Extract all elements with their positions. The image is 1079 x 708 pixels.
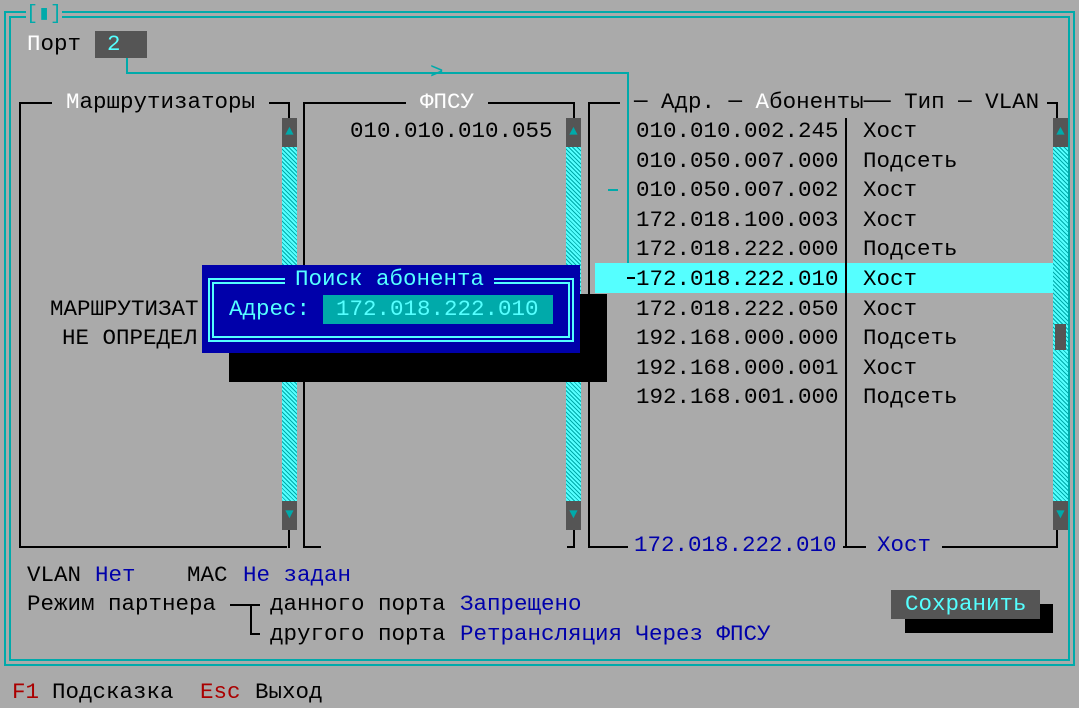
subs-footer-type: Хост <box>866 531 943 560</box>
this-port-label: данного порта <box>270 591 446 617</box>
row-type: Хост <box>863 206 918 233</box>
mac-value[interactable]: Не задан <box>243 562 352 588</box>
row-address: 010.050.007.000 <box>636 147 839 174</box>
subs-scrollbar[interactable]: ▲▼ <box>1053 118 1068 530</box>
routers-title: Маршрутизаторы <box>52 88 270 117</box>
subs-footer-addr: 172.018.222.010 <box>628 531 843 560</box>
address-label: Адрес: <box>229 296 311 322</box>
fpsu-item[interactable]: 010.010.010.055 <box>350 118 553 144</box>
subs-border <box>1056 102 1058 118</box>
this-port-value[interactable]: Запрещено <box>460 591 582 617</box>
mac-label: MAC <box>187 562 228 588</box>
fpsu-border <box>303 546 321 548</box>
address-value: 172.018.222.010 <box>336 296 539 322</box>
row-address: 172.018.222.010 <box>636 266 839 292</box>
scroll-down-icon[interactable]: ▼ <box>1053 501 1068 530</box>
other-port-label: другого порта <box>270 621 446 647</box>
fpsu-border <box>573 102 575 118</box>
row-type: Подсеть <box>863 325 958 352</box>
routers-hotkey: М <box>66 89 80 115</box>
window-close-button[interactable]: [▮] <box>26 0 63 29</box>
scroll-thumb[interactable] <box>1055 324 1066 350</box>
column-separator <box>845 118 847 547</box>
vlan-value[interactable]: Нет <box>95 562 136 588</box>
port-label-text: орт <box>40 31 82 57</box>
esc-key[interactable]: Esc <box>200 679 241 705</box>
port-field[interactable]: 2 <box>95 31 147 58</box>
connector-line <box>126 72 629 74</box>
connector-corner <box>627 277 635 279</box>
row-type: Подсеть <box>863 236 958 263</box>
port-value: 2 <box>107 31 121 57</box>
exit-label[interactable]: Выход <box>255 679 323 705</box>
help-label[interactable]: Подсказка <box>52 679 174 705</box>
routers-border <box>19 102 21 548</box>
other-port-value[interactable]: Ретрансляция Через ФПСУ <box>460 621 771 647</box>
fpsu-border <box>567 546 575 548</box>
row-address: 010.010.002.245 <box>636 118 839 144</box>
header-addr: ─ Адр. ─ <box>634 89 743 115</box>
row-address: 172.018.222.050 <box>636 295 839 322</box>
subs-border <box>1056 530 1058 548</box>
tree-line <box>250 604 260 606</box>
vlan-label: VLAN <box>27 562 82 588</box>
scroll-down-icon[interactable]: ▼ <box>282 501 297 530</box>
routers-border <box>19 546 287 548</box>
scroll-up-icon[interactable]: ▲ <box>566 118 581 147</box>
fpsu-border <box>573 530 575 548</box>
scroll-up-icon[interactable]: ▲ <box>1053 118 1068 147</box>
connector-line <box>126 58 128 74</box>
row-address: 172.018.100.003 <box>636 206 839 233</box>
row-type: Хост <box>863 177 918 204</box>
column-separator <box>845 263 847 293</box>
header-type: ── Тип ─ VLAN <box>863 89 1040 115</box>
f1-key[interactable]: F1 <box>12 679 40 705</box>
partner-mode-label: Режим партнера <box>27 591 217 617</box>
subs-title: боненты <box>769 89 864 115</box>
row-type: Подсеть <box>863 384 958 411</box>
address-input[interactable]: 172.018.222.010 <box>323 295 553 324</box>
dialog-title: Поиск абонента <box>285 265 495 294</box>
fpsu-title: ФПСУ <box>406 88 489 117</box>
row-address: 192.168.000.001 <box>636 354 839 381</box>
subs-header: ─ Адр. ─ Абоненты── Тип ─ VLAN <box>620 88 1048 117</box>
selected-row-highlight <box>595 263 1053 293</box>
row-address: 172.018.222.000 <box>636 236 839 263</box>
routers-title-text: аршрутизаторы <box>79 89 256 115</box>
subs-hotkey: А <box>755 89 770 115</box>
scroll-up-icon[interactable]: ▲ <box>282 118 297 147</box>
scroll-down-icon[interactable]: ▼ <box>566 501 581 530</box>
tree-line <box>250 633 260 635</box>
row-type: Хост <box>863 295 918 322</box>
row-address: 192.168.000.000 <box>636 325 839 352</box>
port-hotkey: П <box>27 31 41 57</box>
port-label: Порт <box>27 30 81 59</box>
window-frame-inner <box>9 16 1070 661</box>
window-frame <box>4 11 1075 666</box>
connector-arrow-icon: > <box>430 59 444 85</box>
row-type: Подсеть <box>863 147 958 174</box>
row-address: 192.168.001.000 <box>636 384 839 411</box>
connector-dash <box>608 189 618 191</box>
row-type: Хост <box>863 354 918 381</box>
save-button[interactable]: Сохранить <box>891 590 1040 619</box>
fpsu-title-text: ФПСУ <box>420 89 475 115</box>
row-address: 010.050.007.002 <box>636 177 839 204</box>
save-button-label: Сохранить <box>905 591 1027 617</box>
routers-empty-line2: НЕ ОПРЕДЕЛ <box>62 325 198 351</box>
search-dialog: Поиск абонента Адрес: 172.018.222.010 <box>202 265 580 353</box>
row-type: Хост <box>863 118 918 144</box>
connector-line <box>627 88 629 284</box>
row-type: Хост <box>863 266 918 292</box>
routers-empty-line1: МАРШРУТИЗАТ <box>50 296 199 322</box>
tree-line <box>230 604 252 606</box>
tree-line <box>250 604 252 635</box>
